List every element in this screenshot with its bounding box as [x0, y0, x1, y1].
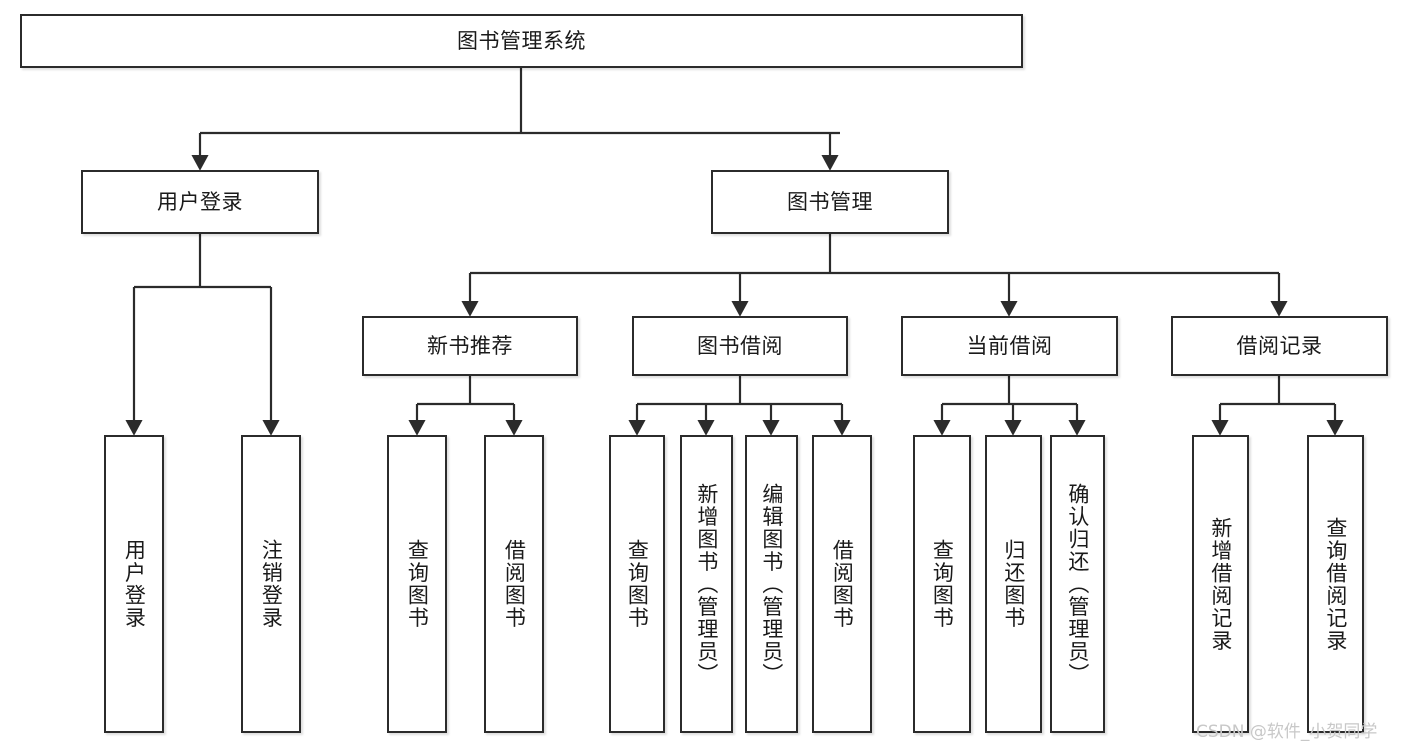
node-label: 用户登录: [122, 539, 147, 629]
node-label: 查询图书: [625, 539, 650, 629]
node-label: 注销登录: [259, 539, 284, 629]
node-label: 借阅图书: [830, 539, 855, 629]
node-root[interactable]: 图书管理系统: [20, 14, 1023, 68]
node-label: 借阅记录: [1236, 333, 1323, 358]
node-label: 查询图书: [405, 539, 430, 629]
node-leaf-borrow-book-1[interactable]: 借阅图书: [484, 435, 544, 733]
node-label: 新书推荐: [427, 333, 513, 358]
node-label: 图书借阅: [697, 333, 783, 358]
node-label: 新增图书（管理员）: [694, 482, 719, 686]
csdn-watermark: CSDN @软件_小贺同学: [1196, 722, 1378, 742]
node-label: 图书管理: [787, 189, 873, 214]
node-leaf-add-record[interactable]: 新增借阅记录: [1192, 435, 1249, 733]
node-label: 归还图书: [1001, 539, 1026, 629]
node-leaf-borrow-book-2[interactable]: 借阅图书: [812, 435, 872, 733]
node-current-borrow[interactable]: 当前借阅: [901, 316, 1118, 376]
node-label: 图书管理系统: [457, 28, 586, 53]
node-leaf-add-book[interactable]: 新增图书（管理员）: [680, 435, 733, 733]
node-new-book-recommend[interactable]: 新书推荐: [362, 316, 578, 376]
node-user-login[interactable]: 用户登录: [81, 170, 319, 234]
node-leaf-query-book-3[interactable]: 查询图书: [913, 435, 971, 733]
node-book-borrow[interactable]: 图书借阅: [632, 316, 848, 376]
node-label: 查询借阅记录: [1323, 516, 1348, 652]
node-leaf-return-book[interactable]: 归还图书: [985, 435, 1042, 733]
node-leaf-confirm-return[interactable]: 确认归还（管理员）: [1050, 435, 1105, 733]
node-leaf-logout[interactable]: 注销登录: [241, 435, 301, 733]
node-label: 编辑图书（管理员）: [759, 482, 784, 686]
node-leaf-query-record[interactable]: 查询借阅记录: [1307, 435, 1364, 733]
node-label: 查询图书: [930, 539, 955, 629]
node-label: 用户登录: [157, 189, 243, 214]
node-label: 新增借阅记录: [1208, 516, 1233, 652]
node-label: 借阅图书: [502, 539, 527, 629]
node-leaf-user-login[interactable]: 用户登录: [104, 435, 164, 733]
node-book-manage[interactable]: 图书管理: [711, 170, 949, 234]
node-leaf-edit-book[interactable]: 编辑图书（管理员）: [745, 435, 798, 733]
node-leaf-query-book-2[interactable]: 查询图书: [609, 435, 665, 733]
node-label: 当前借阅: [966, 333, 1053, 358]
node-borrow-record[interactable]: 借阅记录: [1171, 316, 1388, 376]
node-leaf-query-book-1[interactable]: 查询图书: [387, 435, 447, 733]
node-label: 确认归还（管理员）: [1065, 482, 1090, 686]
